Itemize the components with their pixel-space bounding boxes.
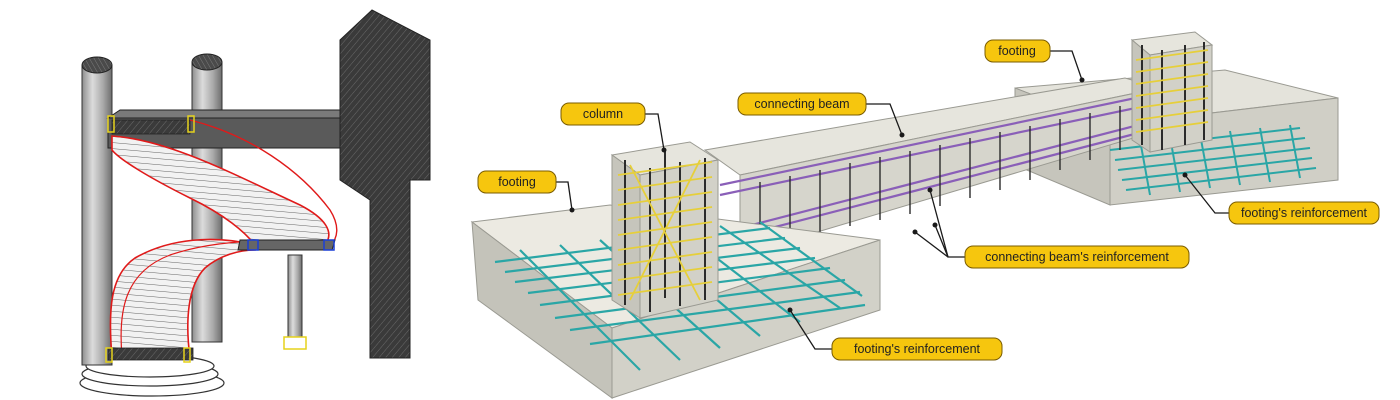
selection-markers <box>105 115 195 363</box>
spiral-staircase-illustration <box>79 9 431 397</box>
callout-connecting-beam: connecting beam <box>737 92 867 116</box>
callout-footing-reinforcement-right-text: footing's reinforcement <box>1241 206 1368 220</box>
stair-landing-beam <box>106 109 351 149</box>
hatched-wall <box>339 9 431 359</box>
callout-leader-lines <box>555 50 1230 350</box>
callout-footing-left-text: footing <box>498 175 536 189</box>
callout-footing-reinforcement-bottom: footing's reinforcement <box>831 337 1003 361</box>
callout-connecting-beam-reinforcement-text: connecting beam's reinforcement <box>985 250 1169 264</box>
foundation-illustration: footing column connecting beam footing f… <box>470 31 1380 399</box>
callout-connecting-beam-text: connecting beam <box>754 97 849 111</box>
callout-footing-right: footing <box>984 39 1051 63</box>
callout-footing-left: footing <box>477 170 557 194</box>
right-footing-column <box>1130 31 1214 153</box>
callout-column: column <box>560 102 646 126</box>
callout-connecting-beam-reinforcement: connecting beam's reinforcement <box>964 245 1190 269</box>
callout-column-text: column <box>583 107 623 121</box>
stair-base-plinth <box>79 354 225 397</box>
callout-footing-reinforcement-bottom-text: footing's reinforcement <box>854 342 981 356</box>
left-cylindrical-column <box>81 56 113 366</box>
left-footing-column <box>610 141 720 319</box>
callout-footing-right-text: footing <box>998 44 1036 58</box>
callout-footing-reinforcement-right: footing's reinforcement <box>1228 201 1380 225</box>
callout-leader-dots <box>569 77 1188 313</box>
landing-support-post <box>283 254 307 350</box>
spiral-stair-flights <box>107 119 338 361</box>
